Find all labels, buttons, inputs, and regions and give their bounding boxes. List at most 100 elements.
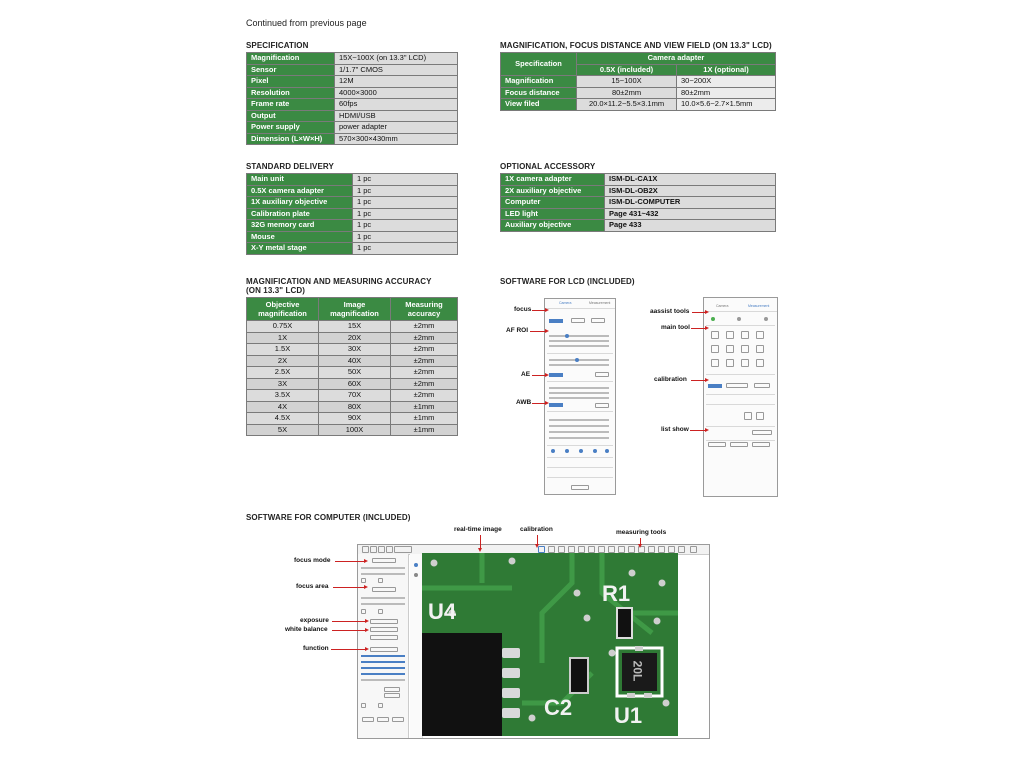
record-icon[interactable] xyxy=(386,546,393,553)
tool-rect-icon[interactable] xyxy=(756,331,764,339)
mag-row-cell: 80±2mm xyxy=(576,86,677,99)
focus-mode-select[interactable] xyxy=(372,558,396,563)
accuracy-row-cell: 1.5X xyxy=(246,343,319,356)
open-icon[interactable] xyxy=(362,546,369,553)
info-icon[interactable] xyxy=(605,449,609,453)
mag-row-cell: 20.0×11.2~5.5×3.1mm xyxy=(576,98,677,111)
callout-ae: AE xyxy=(521,371,531,378)
focus-area-radio[interactable] xyxy=(378,578,383,583)
measure-poly-icon[interactable] xyxy=(618,546,625,553)
list-btn-2[interactable] xyxy=(730,442,748,447)
folder-icon[interactable] xyxy=(579,449,583,453)
option-radio[interactable] xyxy=(378,703,383,708)
measure-angle-icon[interactable] xyxy=(558,546,565,553)
measure-export-icon[interactable] xyxy=(690,546,697,553)
lcd-tab-measurement[interactable]: Measurement xyxy=(589,301,611,305)
tool-angle-icon[interactable] xyxy=(741,331,749,339)
pointer-icon[interactable] xyxy=(737,317,741,321)
measure-parallel-icon[interactable] xyxy=(628,546,635,553)
value-field[interactable] xyxy=(384,687,400,692)
white-balance-button[interactable] xyxy=(370,627,398,632)
calibration-select[interactable] xyxy=(726,383,748,388)
tool-parallel-icon[interactable] xyxy=(741,359,749,367)
settings-icon[interactable] xyxy=(593,449,597,453)
accuracy-row-cell: ±1mm xyxy=(390,400,458,413)
assist-tool-icon[interactable] xyxy=(711,317,715,321)
option-radio[interactable] xyxy=(361,703,366,708)
lcd-ok-button[interactable] xyxy=(571,485,589,490)
lcd-measurement-panel: Camera Measurement xyxy=(703,297,778,497)
list-btn-3[interactable] xyxy=(752,442,770,447)
accuracy-row-cell: ±2mm xyxy=(390,389,458,402)
calibration-unit-select[interactable] xyxy=(754,383,770,388)
save-icon[interactable] xyxy=(370,546,377,553)
tool-circle-icon[interactable] xyxy=(711,345,719,353)
option-checkbox[interactable] xyxy=(378,609,383,614)
measure-point-icon[interactable] xyxy=(598,546,605,553)
panel-button[interactable] xyxy=(377,717,389,722)
accuracy-row-cell: 20X xyxy=(318,331,391,344)
pcb-label-u4: U4 xyxy=(428,599,457,624)
panel-button[interactable] xyxy=(392,717,404,722)
tool-line-icon[interactable] xyxy=(711,331,719,339)
lcd-tab-camera[interactable]: Camera xyxy=(716,304,729,308)
measure-distance-icon[interactable] xyxy=(658,546,665,553)
side-camera-icon[interactable] xyxy=(414,563,418,567)
measure-rect-icon[interactable] xyxy=(578,546,585,553)
list-btn-1[interactable] xyxy=(708,442,726,447)
list-show-button[interactable] xyxy=(752,430,772,435)
af-roi-slider[interactable] xyxy=(565,334,569,338)
mode-select[interactable] xyxy=(394,546,412,553)
tool-polygon-icon[interactable] xyxy=(726,359,734,367)
focus-once-button[interactable] xyxy=(571,318,585,323)
measure-text-icon[interactable] xyxy=(608,546,615,553)
delivery-row-cell: X-Y metal stage xyxy=(246,242,353,255)
calibration-icon[interactable] xyxy=(538,546,545,553)
video-icon[interactable] xyxy=(565,449,569,453)
awb-reset-button[interactable] xyxy=(595,403,609,408)
accessory-row-cell: 1X camera adapter xyxy=(500,173,605,186)
delivery-row-cell: 0.5X camera adapter xyxy=(246,184,353,197)
tool-polyline-icon[interactable] xyxy=(726,331,734,339)
auto-button[interactable] xyxy=(370,635,398,640)
photo-icon[interactable] xyxy=(551,449,555,453)
awb-button[interactable] xyxy=(549,403,563,407)
measure-clear-icon[interactable] xyxy=(678,546,685,553)
focus-area-select[interactable] xyxy=(372,587,396,592)
rotate-icon[interactable] xyxy=(764,317,768,321)
measure-line-icon[interactable] xyxy=(548,546,555,553)
exposure-button[interactable] xyxy=(370,619,398,624)
option-checkbox[interactable] xyxy=(361,609,366,614)
accuracy-row-cell: ±2mm xyxy=(390,331,458,344)
panel-button[interactable] xyxy=(362,717,374,722)
lcd-tab-camera[interactable]: Camera xyxy=(559,301,572,305)
measure-ellipse-icon[interactable] xyxy=(648,546,655,553)
calibration-button[interactable] xyxy=(708,384,722,388)
tool-point-icon[interactable] xyxy=(741,345,749,353)
ae-reset-button[interactable] xyxy=(595,372,609,377)
export-icon[interactable] xyxy=(756,412,764,420)
ae-button[interactable] xyxy=(549,373,563,377)
save-icon[interactable] xyxy=(744,412,752,420)
measure-circle-icon[interactable] xyxy=(568,546,575,553)
value-field[interactable] xyxy=(384,693,400,698)
side-measure-icon[interactable] xyxy=(414,573,418,577)
focus-button[interactable] xyxy=(549,319,563,323)
snapshot-icon[interactable] xyxy=(378,546,385,553)
callout-af-roi: AF ROI xyxy=(506,327,529,334)
tool-text-icon[interactable] xyxy=(756,345,764,353)
measure-arc-icon[interactable] xyxy=(588,546,595,553)
focus-auto-button[interactable] xyxy=(591,318,605,323)
tool-vertical-icon[interactable] xyxy=(756,359,764,367)
function-button[interactable] xyxy=(370,647,398,652)
tool-arc-icon[interactable] xyxy=(726,345,734,353)
focus-area-radio[interactable] xyxy=(361,578,366,583)
tool-ellipse-icon[interactable] xyxy=(711,359,719,367)
measure-delete-icon[interactable] xyxy=(668,546,675,553)
lcd-tab-measurement[interactable]: Measurement xyxy=(748,304,770,308)
exposure-slider[interactable] xyxy=(575,358,579,362)
accessory-row-cell: Auxiliary objective xyxy=(500,219,605,232)
